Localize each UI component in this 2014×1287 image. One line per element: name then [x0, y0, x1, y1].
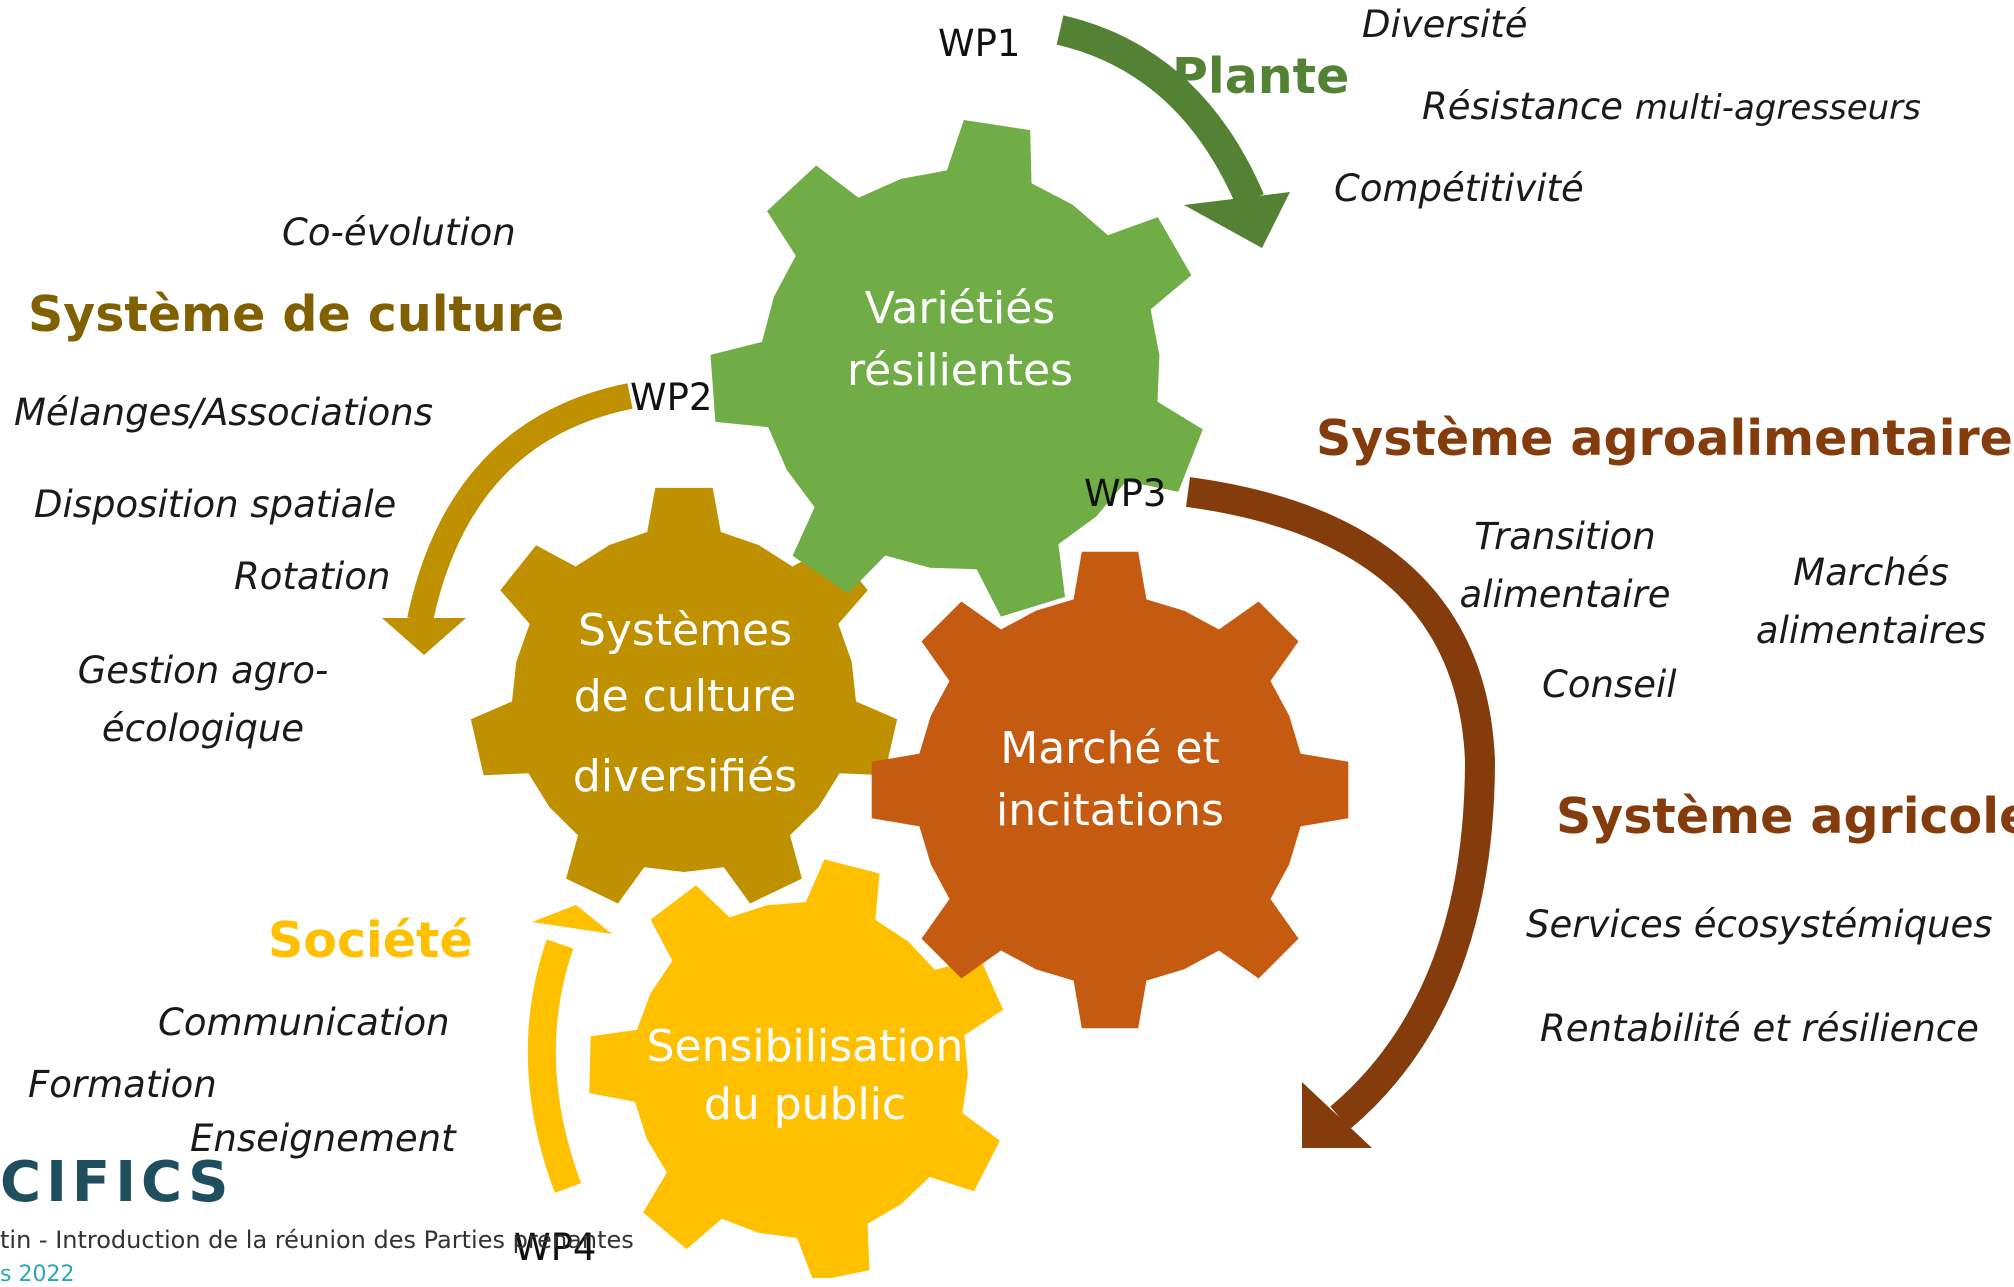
gear-label-marche: Marché et incitations	[940, 718, 1280, 842]
gear-label-varietes: Variétiés résilientes	[790, 278, 1130, 402]
gear-label-marche-line2: incitations	[996, 785, 1224, 836]
plante-resistance-b: multi-agresseurs	[1634, 88, 1921, 128]
agro-marches: Marchés alimentaires	[1726, 544, 2014, 660]
gear-varietes	[710, 120, 1203, 617]
footer-caption: tin - Introduction de la réunion des Par…	[0, 1226, 634, 1254]
societe-heading: Société	[268, 912, 473, 969]
wp2-arrow	[407, 383, 633, 623]
gear-sensibilisation	[589, 859, 1004, 1278]
gear-label-systemes-line3: diversifiés	[572, 751, 798, 802]
gear-label-systemes-line2: de culture	[573, 671, 797, 722]
gear-marche	[871, 551, 1349, 1029]
gear-label-marche-line1: Marché et	[1000, 723, 1220, 774]
agro-marches-line1: Marchés	[1793, 551, 1949, 594]
gear-label-sensibilisation-line1: Sensibilisation	[646, 1021, 964, 1072]
agricole-services: Services écosystémiques	[1526, 903, 1993, 946]
agricole-heading: Système agricole	[1556, 788, 2014, 845]
gear-label-sensibilisation: Sensibilisation du public	[620, 1018, 990, 1134]
gear-label-systemes-line1: Systèmes	[577, 605, 793, 656]
agricole-rentabilite: Rentabilité et résilience	[1540, 1007, 1979, 1050]
societe-formation: Formation	[28, 1063, 217, 1106]
wp2-arrowhead	[382, 618, 466, 655]
culture-gestion-line1: Gestion agro-	[77, 649, 329, 692]
agro-transition: Transition alimentaire	[1420, 508, 1710, 624]
gear-label-varietes-line1: Variétiés	[864, 283, 1056, 334]
wp3-arrow	[1185, 477, 1496, 1130]
logo-text: CIFICS	[0, 1150, 234, 1215]
plante-resistance-a: Résistance	[1422, 85, 1624, 128]
wp3-arrowhead	[1302, 1082, 1372, 1148]
societe-enseignement: Enseignement	[190, 1117, 456, 1160]
agro-transition-line1: Transition	[1474, 515, 1656, 558]
footer-date: s 2022	[0, 1262, 75, 1287]
plante-resistance: Résistance multi-agresseurs	[1422, 78, 1921, 137]
plante-competitivite: Compétitivité	[1334, 167, 1584, 210]
culture-disposition: Disposition spatiale	[34, 483, 397, 526]
culture-coevolution: Co-évolution	[282, 211, 516, 254]
wp4-arrow	[527, 939, 582, 1193]
wp4-label: WP4	[514, 1226, 597, 1269]
societe-communication: Communication	[158, 1001, 450, 1044]
wp1-arrow	[1056, 15, 1264, 206]
agro-heading: Système agroalimentaire	[1316, 410, 2013, 467]
culture-heading: Système de culture	[28, 286, 565, 343]
wp1-label: WP1	[938, 22, 1021, 65]
wp3-label: WP3	[1084, 472, 1167, 515]
wp1-arrowhead	[1184, 192, 1290, 248]
wp4-arrowhead	[532, 905, 612, 934]
plante-heading: Plante	[1172, 48, 1350, 105]
agro-transition-line2: alimentaire	[1459, 573, 1671, 616]
gear-systemes	[470, 487, 898, 904]
culture-gestion-line2: écologique	[101, 707, 305, 750]
agro-conseil: Conseil	[1542, 663, 1677, 706]
culture-gestion: Gestion agro- écologique	[58, 642, 348, 758]
culture-rotation: Rotation	[234, 555, 391, 598]
plante-diversite: Diversité	[1362, 3, 1528, 46]
gear-label-varietes-line2: résilientes	[847, 345, 1073, 396]
gear-label-sensibilisation-line2: du public	[703, 1079, 907, 1130]
gear-label-systemes: Systèmes de culture diversifiés	[520, 598, 850, 810]
culture-melanges: Mélanges/Associations	[14, 391, 434, 434]
wp2-label: WP2	[630, 376, 713, 419]
agro-marches-line2: alimentaires	[1755, 609, 1987, 652]
